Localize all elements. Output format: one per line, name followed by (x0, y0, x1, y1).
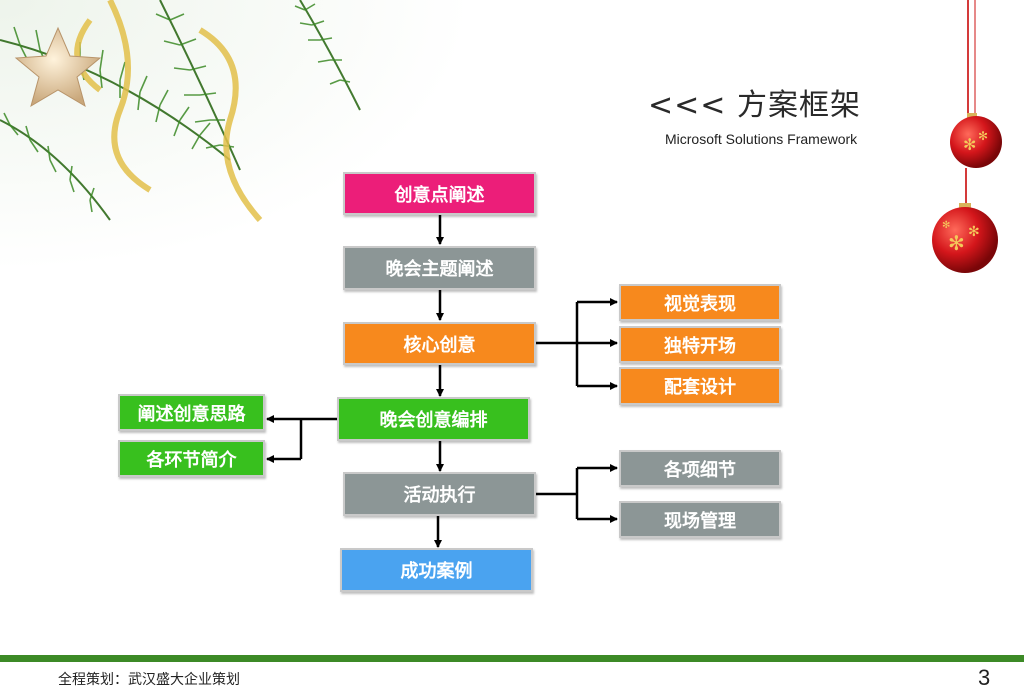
node-success-cases: 成功案例 (340, 548, 533, 592)
node-arrangement: 晚会创意编排 (337, 397, 530, 441)
christmas-ball-icon: ✻ ✻ ✻ ✻ ✻ (932, 0, 1002, 273)
node-theme: 晚会主题阐述 (343, 246, 536, 290)
svg-text:✻: ✻ (963, 135, 976, 154)
svg-text:✻: ✻ (968, 224, 980, 240)
node-visual: 视觉表现 (619, 284, 781, 321)
svg-text:✻: ✻ (978, 129, 988, 143)
svg-text:✻: ✻ (948, 231, 965, 255)
star-ornament-icon (14, 26, 102, 108)
node-segment-intro: 各环节简介 (118, 440, 265, 477)
node-execution: 活动执行 (343, 472, 536, 516)
node-opening: 独特开场 (619, 326, 781, 363)
node-onsite-management: 现场管理 (619, 501, 781, 538)
node-idea-explain: 阐述创意思路 (118, 394, 265, 431)
node-supporting-design: 配套设计 (619, 367, 781, 405)
page-number: 3 (978, 665, 991, 690)
node-details: 各项细节 (619, 450, 781, 487)
footer-bar (0, 655, 1024, 662)
footer-credit: 全程策划：武汉盛大企业策划 (58, 672, 240, 688)
node-core-creative: 核心创意 (343, 322, 536, 365)
page-title: <<< 方案框架 (648, 88, 861, 123)
svg-text:✻: ✻ (942, 220, 950, 231)
page-subtitle: Microsoft Solutions Framework (665, 131, 858, 147)
node-creative-point: 创意点阐述 (343, 172, 536, 215)
